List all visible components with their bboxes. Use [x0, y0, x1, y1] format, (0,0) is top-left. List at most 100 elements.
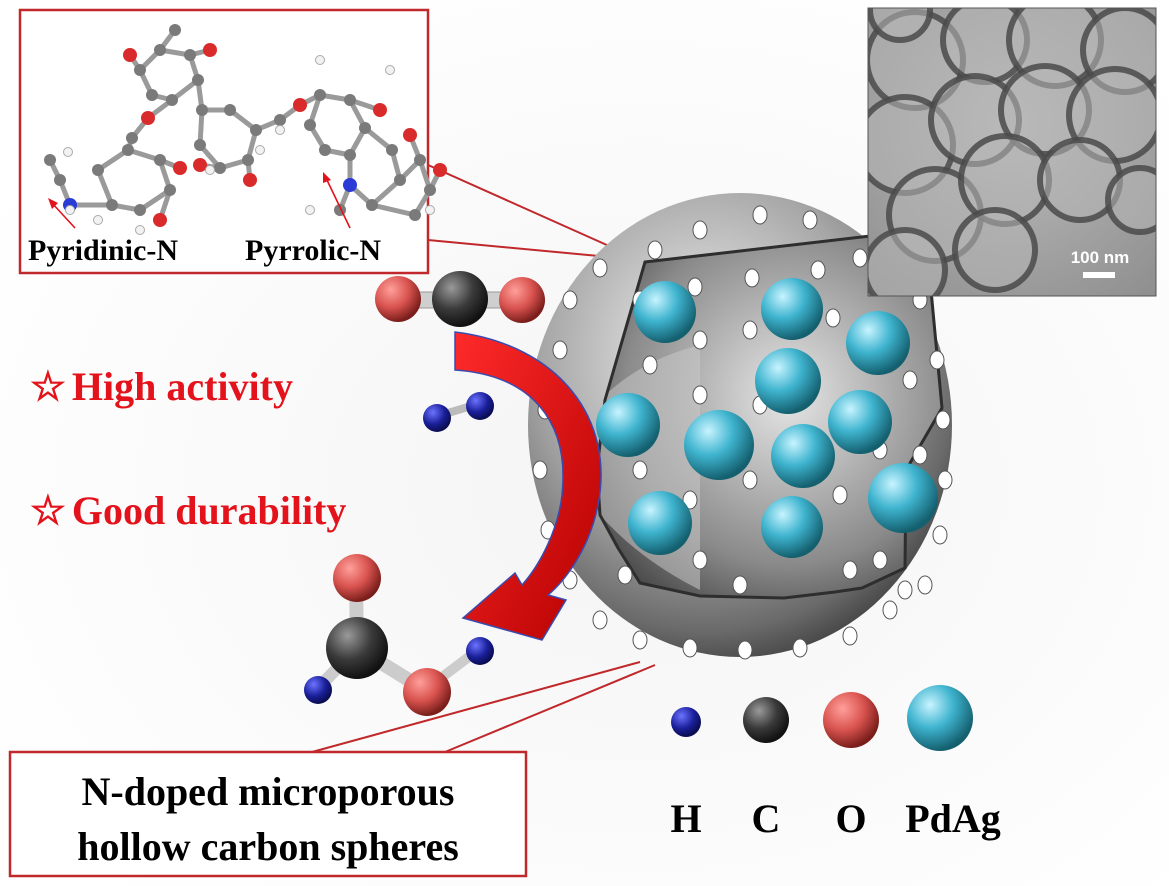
micropore — [897, 580, 913, 600]
caption-line-1: N-doped microporous — [81, 769, 454, 814]
molecule-atom — [243, 173, 257, 187]
micropore — [642, 355, 658, 375]
pdag-particle — [771, 424, 835, 488]
n-doped-molecule-structure — [44, 24, 447, 235]
molecule-atom — [134, 204, 146, 216]
molecule-atom — [275, 125, 285, 135]
molecule-atom — [293, 98, 307, 112]
micropore — [562, 290, 578, 310]
legend-pdag-label: PdAg — [905, 796, 1001, 841]
molecule-atom — [154, 44, 166, 56]
pyrrolic-n-label: Pyrrolic-N — [245, 234, 381, 267]
molecule-atom — [123, 48, 137, 62]
molecule-atom — [255, 145, 265, 155]
legend-pdag-atom — [907, 685, 973, 751]
molecule-atom — [403, 128, 417, 142]
micropore — [792, 638, 808, 658]
molecule-atom — [166, 94, 178, 106]
micropore — [852, 248, 868, 268]
molecule-atom — [414, 154, 426, 166]
molecule-atom — [224, 104, 236, 116]
micropore — [937, 470, 953, 490]
tem-hollow-sphere — [1105, 165, 1156, 235]
micropore — [682, 638, 698, 658]
micropore — [917, 575, 933, 595]
pyridinic-n-label: Pyridinic-N — [28, 234, 178, 267]
caption-frame — [8, 750, 528, 878]
micropore — [744, 268, 760, 288]
sphere-caption: N-doped microporous hollow carbon sphere… — [8, 661, 656, 878]
pdag-particle — [828, 390, 892, 454]
legend-o-atom — [823, 692, 879, 748]
molecule-box: Pyridinic-N Pyrrolic-N — [18, 8, 621, 275]
pdag-particle — [846, 311, 910, 375]
pdag-particle — [628, 491, 692, 555]
molecule-atom — [242, 154, 254, 166]
molecule-atom — [196, 104, 208, 116]
molecule-atom — [93, 215, 103, 225]
molecule-atom — [344, 149, 356, 161]
molecule-atom — [44, 154, 56, 166]
micropore — [592, 258, 608, 278]
molecule-atom — [425, 205, 435, 215]
micropore — [842, 626, 858, 646]
molecule-atom — [394, 174, 406, 186]
molecule-atom — [122, 144, 134, 156]
tem-hollow-sphere — [868, 227, 948, 296]
micropore — [810, 260, 826, 280]
micropore — [802, 210, 818, 230]
micropore — [882, 600, 898, 620]
molecule-atom — [193, 158, 207, 172]
micropore — [592, 610, 608, 630]
molecule-atom — [106, 199, 118, 211]
micropore — [692, 550, 708, 570]
micropore — [929, 350, 945, 370]
molecule-atom — [386, 144, 398, 156]
micropore — [832, 485, 848, 505]
micropore — [752, 205, 768, 225]
molecule-atom — [194, 139, 206, 151]
micropore — [842, 560, 858, 580]
molecule-atom — [65, 205, 75, 215]
legend-c-label: C — [752, 796, 781, 841]
co2-oxygen-right — [499, 277, 545, 323]
molecule-atom — [315, 55, 325, 65]
pdag-particle — [755, 348, 821, 414]
molecule-atom — [141, 111, 155, 125]
molecule-atom — [63, 147, 73, 157]
molecule-atom — [92, 164, 104, 176]
micropore — [687, 277, 703, 297]
micropore — [682, 490, 698, 510]
tem-micrograph: 100 nm — [867, 7, 1157, 297]
molecule-atom — [192, 74, 204, 86]
co2-molecule — [375, 271, 545, 327]
pdag-particle — [684, 410, 754, 480]
reaction-arrow — [454, 331, 602, 641]
molecule-atom — [153, 213, 167, 227]
micropore — [912, 445, 928, 465]
micropore — [647, 240, 663, 260]
molecule-atom — [274, 114, 286, 126]
pdag-particle — [868, 463, 938, 533]
micropore — [932, 525, 948, 545]
pdag-particle — [596, 393, 660, 457]
pdag-particle — [761, 278, 823, 340]
molecule-atom — [164, 184, 176, 196]
tem-hollow-sphere — [868, 8, 933, 43]
micropore — [935, 410, 951, 430]
micropore — [692, 385, 708, 405]
molecule-atom — [314, 89, 326, 101]
micropore — [617, 565, 633, 585]
molecule-atom — [169, 24, 181, 36]
legend-h-atom — [671, 707, 701, 737]
micropore — [732, 575, 748, 595]
molecule-atom — [146, 89, 158, 101]
pdag-particle — [761, 496, 823, 558]
micropore — [692, 330, 708, 350]
molecule-atom — [173, 161, 187, 175]
molecule-atom — [373, 103, 387, 117]
feature-high-activity: ☆High activity — [30, 364, 293, 409]
micropore — [902, 370, 918, 390]
